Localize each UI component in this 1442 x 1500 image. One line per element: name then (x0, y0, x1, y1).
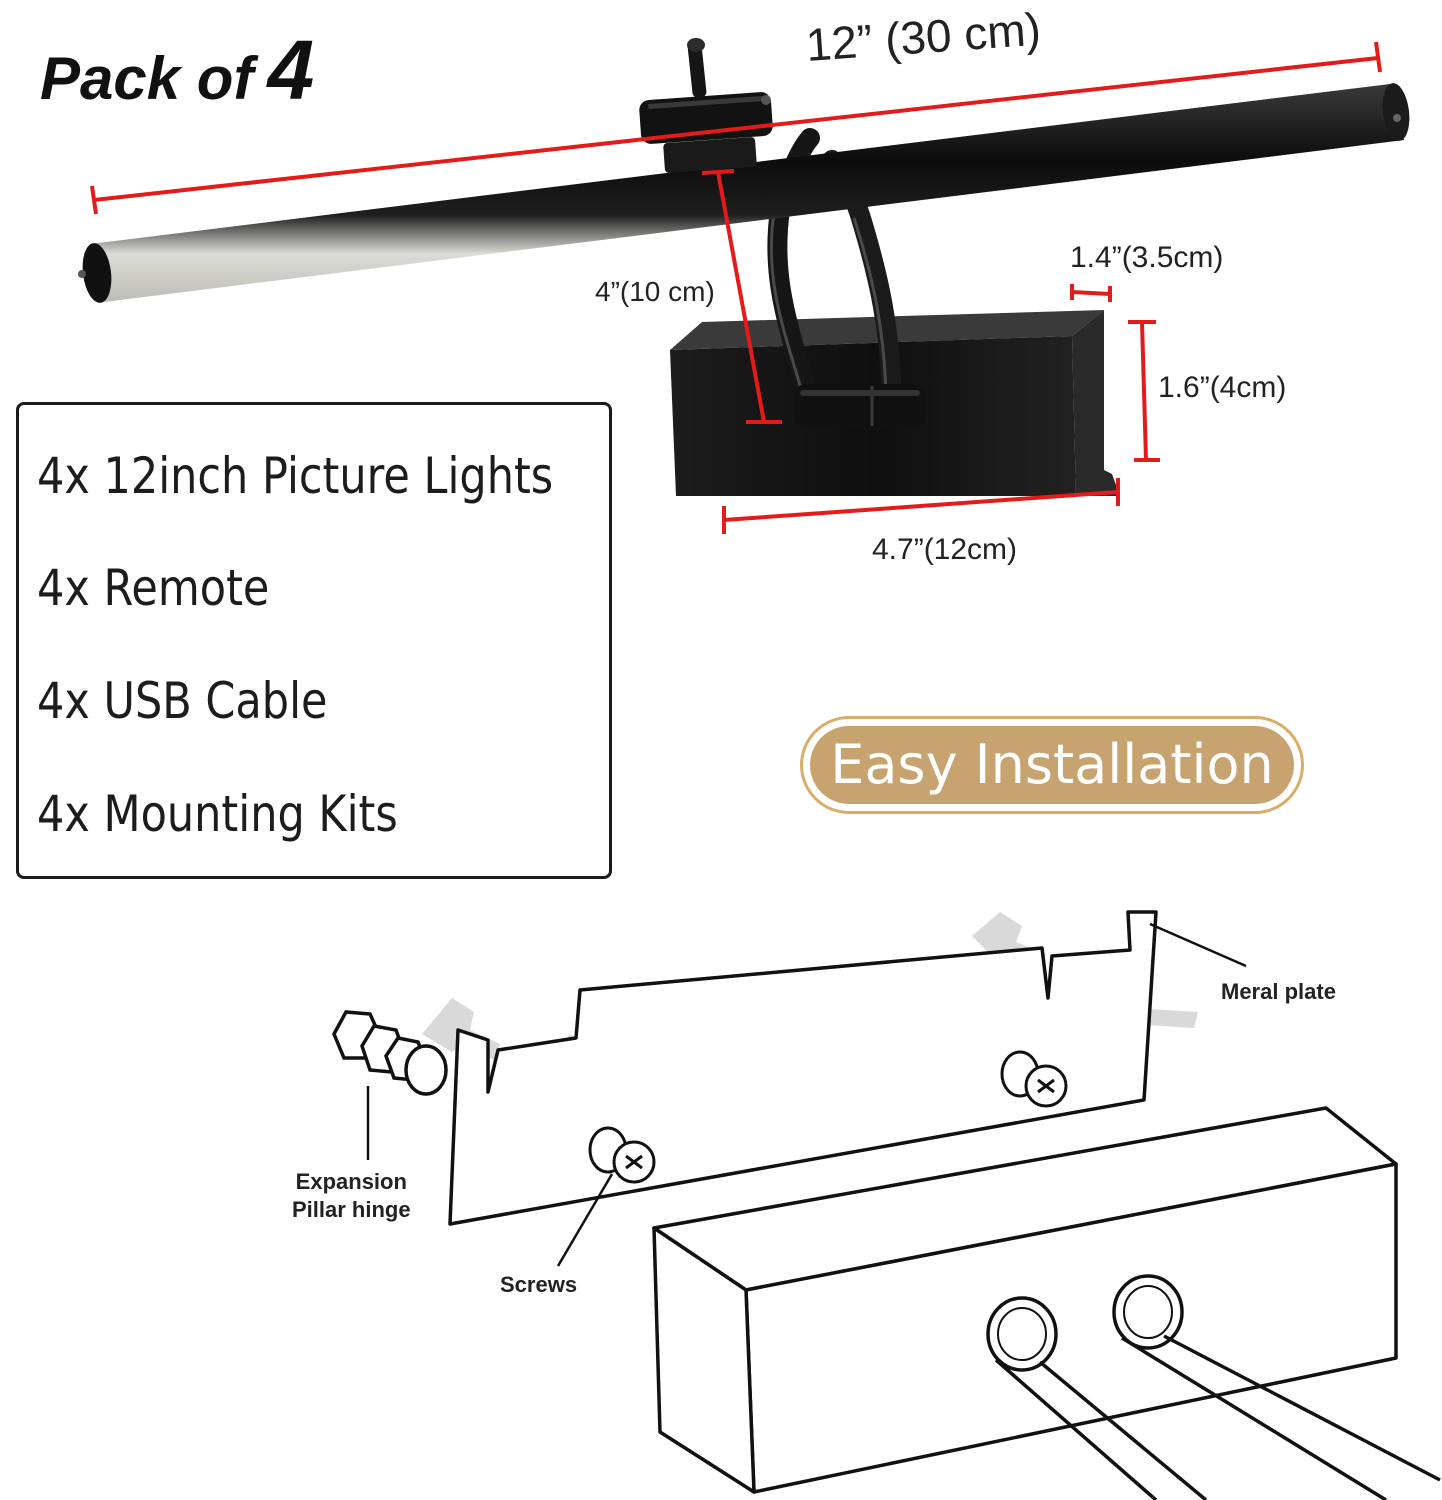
contents-item: 4x USB Cable (37, 672, 328, 730)
badge-label: Easy Installation (830, 733, 1274, 796)
height-dimension-label: 1.6”(4cm) (1158, 371, 1287, 404)
contents-item: 4x 12inch Picture Lights (37, 447, 554, 505)
mounting-diagram (332, 910, 1441, 1500)
expansion-pillar-icon (332, 1010, 448, 1096)
depth-dimension-label: 1.4”(3.5cm) (1070, 241, 1224, 274)
lamp-base-side (1072, 310, 1120, 496)
depth-dimension-line (1071, 290, 1111, 296)
width-dimension-label: 4.7”(12cm) (872, 533, 1018, 566)
lamp-tube (90, 84, 1404, 302)
height-dimension-line (1140, 321, 1148, 461)
length-dimension-line (93, 56, 1379, 202)
easy-installation-badge: Easy Installation (800, 716, 1304, 814)
contents-item: 4x Mounting Kits (37, 785, 398, 843)
screws-label: Screws (500, 1272, 578, 1297)
lamp-toggle (687, 40, 707, 98)
screw-icon (588, 1126, 656, 1184)
expansion-pillar-label: Expansion Pillar hinge (292, 1169, 411, 1222)
pack-count: 4 (267, 23, 315, 117)
arm-dimension-label: 4”(10 cm) (595, 276, 715, 307)
arm-dimension-line (716, 171, 766, 423)
package-contents-box: 4x 12inch Picture Lights 4x Remote 4x US… (16, 402, 612, 879)
picture-light-photo (78, 38, 1410, 496)
light-base-box (652, 1106, 1398, 1494)
metal-plate-label: Meral plate (1221, 979, 1336, 1004)
screw-icon (1000, 1050, 1068, 1108)
width-dimension-line (723, 490, 1119, 522)
lamp-arm (767, 128, 820, 406)
dimension-lines (90, 41, 1382, 534)
contents-item: 4x Remote (37, 559, 270, 617)
pack-prefix: Pack of (40, 45, 254, 112)
